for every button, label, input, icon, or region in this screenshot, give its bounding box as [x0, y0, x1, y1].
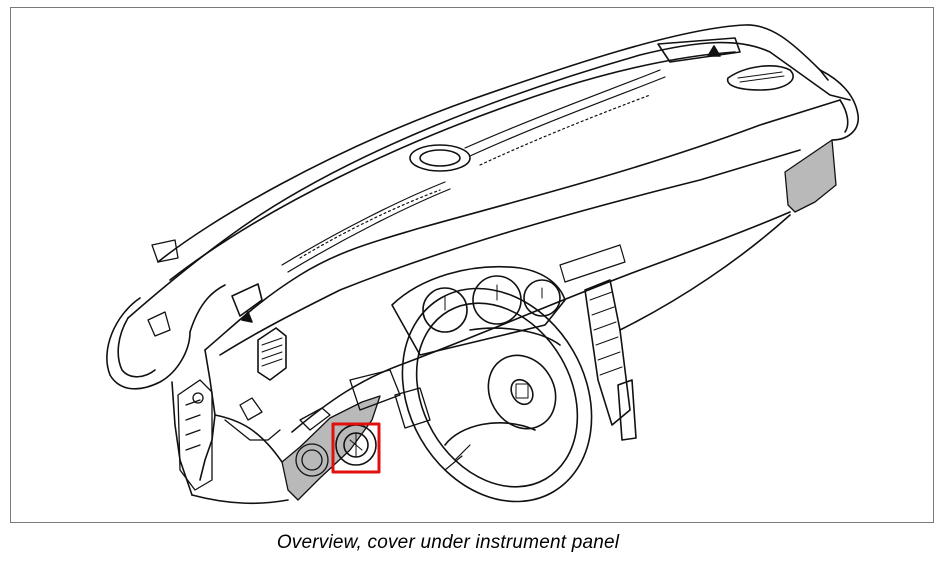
steering-wheel [401, 287, 593, 503]
dashboard-body [106, 24, 859, 505]
shaded-cover-panels [281, 139, 837, 501]
lower-dash-components [224, 369, 431, 477]
defroster-vents [281, 69, 666, 273]
center-console [559, 244, 637, 441]
right-vent [657, 37, 794, 91]
caption-text: Overview, cover under instrument panel [276, 532, 620, 553]
right-side-shaded-panel [784, 139, 837, 213]
figure-caption: Overview, cover under instrument panel [0, 532, 896, 554]
left-bracket [147, 239, 213, 491]
figure-frame [10, 7, 934, 523]
highlight-marker [331, 422, 381, 474]
left-vent [231, 283, 287, 381]
lower-cover-shaded-panel [281, 395, 381, 501]
center-speaker [409, 144, 471, 172]
